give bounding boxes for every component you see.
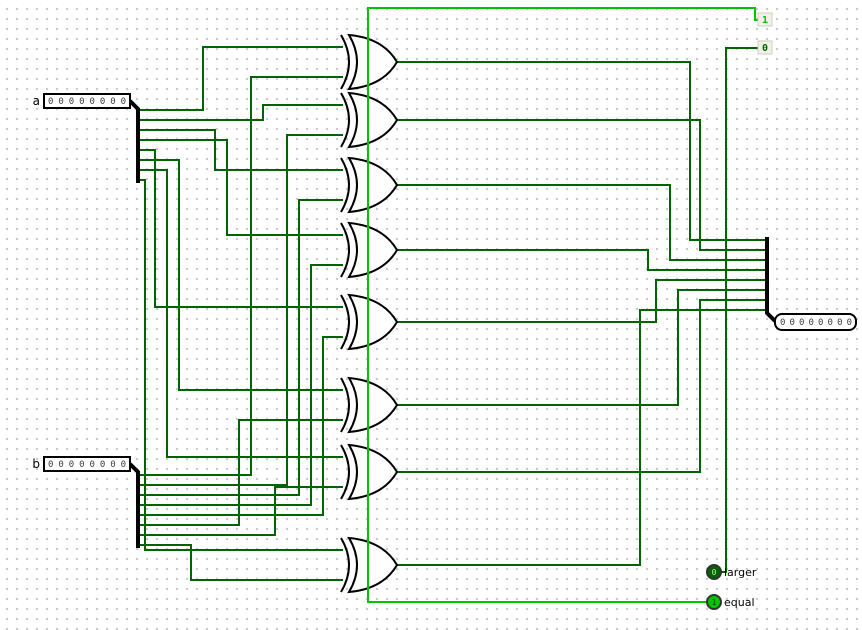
xor-back-arc <box>340 377 350 433</box>
xor-gate-7[interactable] <box>340 443 399 501</box>
xor-back-arc <box>340 444 350 500</box>
wire-a-bit7[interactable] <box>138 179 343 551</box>
xor-gate-1[interactable] <box>340 33 399 91</box>
wire-const1-to-equal[interactable] <box>367 7 758 603</box>
wire-b-bit4[interactable] <box>138 336 343 516</box>
xor-body <box>347 156 399 214</box>
xor-gate-2[interactable] <box>340 91 399 149</box>
wire-gate1-out[interactable] <box>395 61 767 241</box>
constant-one-box <box>757 12 773 27</box>
wire-gate6-out[interactable] <box>395 289 767 406</box>
larger-pin-value: 0 <box>712 568 717 577</box>
wire-gate4-out[interactable] <box>395 249 767 271</box>
xor-body <box>347 443 399 501</box>
xor-body <box>347 536 399 594</box>
equal-pin-circle <box>706 594 722 610</box>
equal-pin-value: 1 <box>712 598 717 607</box>
wire-a-bit0[interactable] <box>138 46 343 111</box>
constant-zero[interactable]: 0 <box>757 40 773 55</box>
xor-gate-3[interactable] <box>340 156 399 214</box>
xor-back-arc <box>340 294 350 350</box>
wire-gate7-out[interactable] <box>395 299 767 473</box>
input-pin-a[interactable]: a 0 0 0 0 0 0 0 0 <box>33 93 131 109</box>
xor-back-arc <box>340 34 350 90</box>
xor-body <box>347 91 399 149</box>
xor-back-arc <box>340 157 350 213</box>
wire-b-bit5[interactable] <box>138 419 343 526</box>
xor-body <box>347 293 399 351</box>
output-pin-larger[interactable]: 0 larger <box>706 564 757 580</box>
input-a-box <box>43 93 131 109</box>
splitter-b[interactable] <box>128 462 140 548</box>
larger-pin-circle <box>706 564 722 580</box>
combiner-output[interactable] <box>765 237 777 323</box>
xor-gate-6[interactable] <box>340 376 399 434</box>
xor-back-arc <box>340 537 350 593</box>
output-box <box>774 313 857 331</box>
equal-pin-label: equal <box>724 596 755 609</box>
wire-gate8-out[interactable] <box>395 309 767 566</box>
larger-pin-label: larger <box>724 566 757 579</box>
xor-gate-8[interactable] <box>340 536 399 594</box>
input-b-label: b <box>32 457 40 471</box>
wire-gate5-out[interactable] <box>395 279 767 323</box>
xor-body <box>347 376 399 434</box>
wire-b-bit3[interactable] <box>138 264 343 506</box>
wire-a-bit5[interactable] <box>138 159 343 391</box>
wire-b-bit6[interactable] <box>138 486 343 536</box>
xor-back-arc <box>340 92 350 148</box>
wires-low <box>138 46 767 581</box>
wire-gate3-out[interactable] <box>395 184 767 261</box>
output-pin-equal[interactable]: 1 equal <box>706 594 755 610</box>
wire-a-bit6[interactable] <box>138 169 343 458</box>
wire-gate2-out[interactable] <box>395 119 767 251</box>
input-b-bits: 0 0 0 0 0 0 0 0 <box>48 460 126 470</box>
wire-a-bit2[interactable] <box>138 129 343 171</box>
output-bits: 0 0 0 0 0 0 0 0 <box>780 318 852 328</box>
output-pin-result[interactable]: 0 0 0 0 0 0 0 0 <box>774 313 857 331</box>
constant-zero-box <box>757 40 773 55</box>
xor-body <box>347 33 399 91</box>
xor-gate-4[interactable] <box>340 221 399 279</box>
wire-b-bit0[interactable] <box>138 76 343 476</box>
splitter-a[interactable] <box>128 99 140 183</box>
wire-b-bit7[interactable] <box>138 544 343 581</box>
constant-zero-value: 0 <box>762 43 768 54</box>
input-pin-b[interactable]: b 0 0 0 0 0 0 0 0 <box>32 456 131 472</box>
input-a-bits: 0 0 0 0 0 0 0 0 <box>48 97 126 107</box>
input-b-box <box>43 456 131 472</box>
constant-one-value: 1 <box>762 15 768 26</box>
input-a-label: a <box>33 94 40 108</box>
wire-b-bit1[interactable] <box>138 134 343 486</box>
wire-a-bit3[interactable] <box>138 139 343 236</box>
xor-body <box>347 221 399 279</box>
xor-gate-5[interactable] <box>340 293 399 351</box>
xor-back-arc <box>340 222 350 278</box>
wire-b-bit2[interactable] <box>138 199 343 496</box>
constant-one[interactable]: 1 <box>757 12 773 27</box>
wire-a-bit1[interactable] <box>138 104 343 121</box>
wire-a-bit4[interactable] <box>138 149 343 308</box>
